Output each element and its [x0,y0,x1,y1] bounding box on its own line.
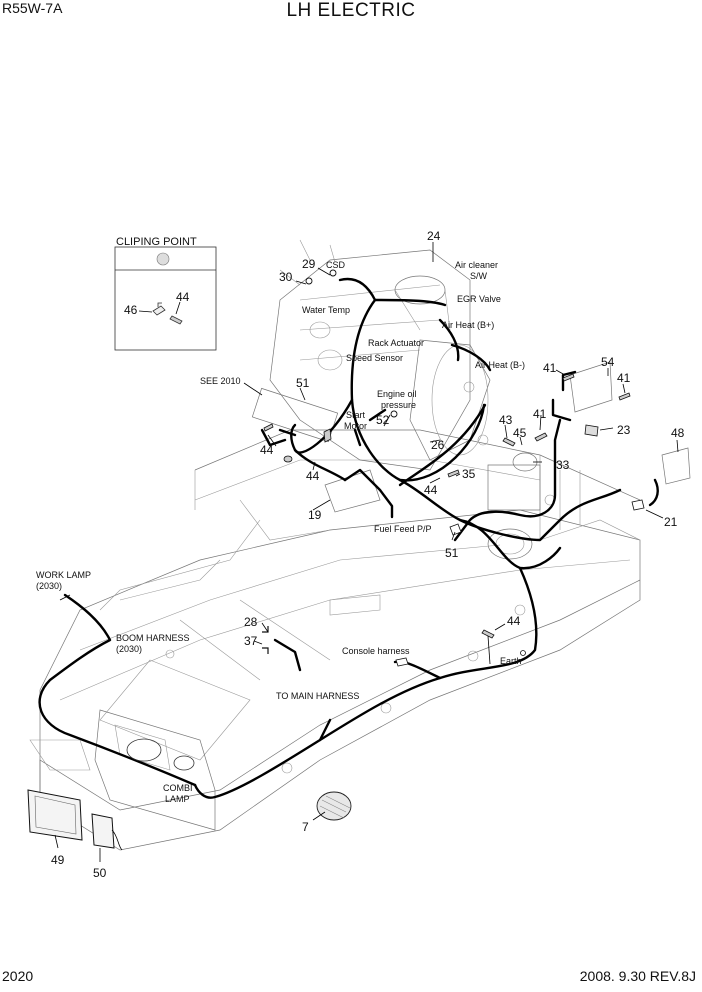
revision-date: 2008. 9.30 REV.8J [579,968,696,984]
part-number: 19 [308,508,322,522]
label-pressure: pressure [381,400,416,410]
part-number: 51 [296,376,310,390]
label-air-heat-plus: Air Heat (B+) [442,320,494,330]
part-number: 30 [279,270,293,284]
part-number: 28 [244,615,258,629]
part-number: 24 [427,229,441,243]
part-number: 41 [533,407,547,421]
clip-46-icon [152,302,166,316]
part-number: 33 [556,458,570,472]
label-lamp: LAMP [165,794,190,804]
label-boom-harness: BOOM HARNESS [116,633,190,643]
label-earth: Earth [500,656,522,666]
page-number: 2020 [2,968,34,984]
part-48-box [661,447,691,485]
label-water-temp: Water Temp [302,305,350,315]
part-number: 7 [302,820,309,834]
part-number: 51 [445,546,459,560]
part-number: 45 [513,426,527,440]
label-egr-valve: EGR Valve [457,294,501,304]
label-air-heat-minus: Air Heat (B-) [475,360,525,370]
bolt-44-icon [169,315,183,325]
lamp-49 [27,789,83,841]
machine-frame [29,381,641,851]
label-to-main-harness: TO MAIN HARNESS [276,691,359,701]
part-number: 44 [260,443,274,457]
label-combi: COMBI [163,783,193,793]
label-rack-actuator: Rack Actuator [368,338,424,348]
part-number: 52 [376,413,390,427]
part-number: 35 [462,467,476,481]
part-number: 41 [617,371,631,385]
part-54-module [569,361,613,413]
part-7-grille [316,791,352,821]
part-number: 23 [617,423,631,437]
page-title: LH ELECTRIC [286,0,416,21]
clip-symbol-icon [156,252,170,266]
label-speed-sensor: Speed Sensor [346,353,403,363]
clipping-point-inset [114,246,217,351]
inset-title: CLIPING POINT [116,236,197,248]
part-number: 49 [51,853,65,867]
part-number: 54 [601,355,615,369]
lamp-50 [91,813,123,851]
label-work-lamp-ref: (2030) [36,581,62,591]
label-console-harness: Console harness [342,646,410,656]
label-work-lamp: WORK LAMP [36,570,91,580]
label-see-2010: SEE 2010 [200,376,241,386]
part-number: 43 [499,413,513,427]
part-number: 44 [507,614,521,628]
inset-part-44: 44 [176,290,190,304]
label-boom-harness-ref: (2030) [116,644,142,654]
part-number: 44 [424,483,438,497]
part-number: 37 [244,634,258,648]
part-number: 26 [431,438,445,452]
label-motor: Motor [344,421,367,431]
connectors [262,269,645,667]
part-19-plate [324,469,381,513]
part-number: 21 [664,515,678,529]
wiring-harness [38,277,659,799]
fan-blades [279,239,336,286]
label-engine-oil: Engine oil [377,389,417,399]
label-csd: CSD [326,260,346,270]
label-start: Start [346,410,366,420]
part-number: 29 [302,257,316,271]
label-fuel-feed: Fuel Feed P/P [374,524,432,534]
part-number: 48 [671,426,685,440]
label-sw: S/W [470,271,488,281]
inset-part-46: 46 [124,303,138,317]
part-number: 50 [93,866,107,880]
part-number: 41 [543,361,557,375]
combi-lamp [126,738,195,771]
leader-lines [54,242,679,862]
label-air-cleaner: Air cleaner [455,260,498,270]
part-number: 44 [306,469,320,483]
bracket-plate [487,464,541,511]
model-name: R55W-7A [2,0,63,16]
